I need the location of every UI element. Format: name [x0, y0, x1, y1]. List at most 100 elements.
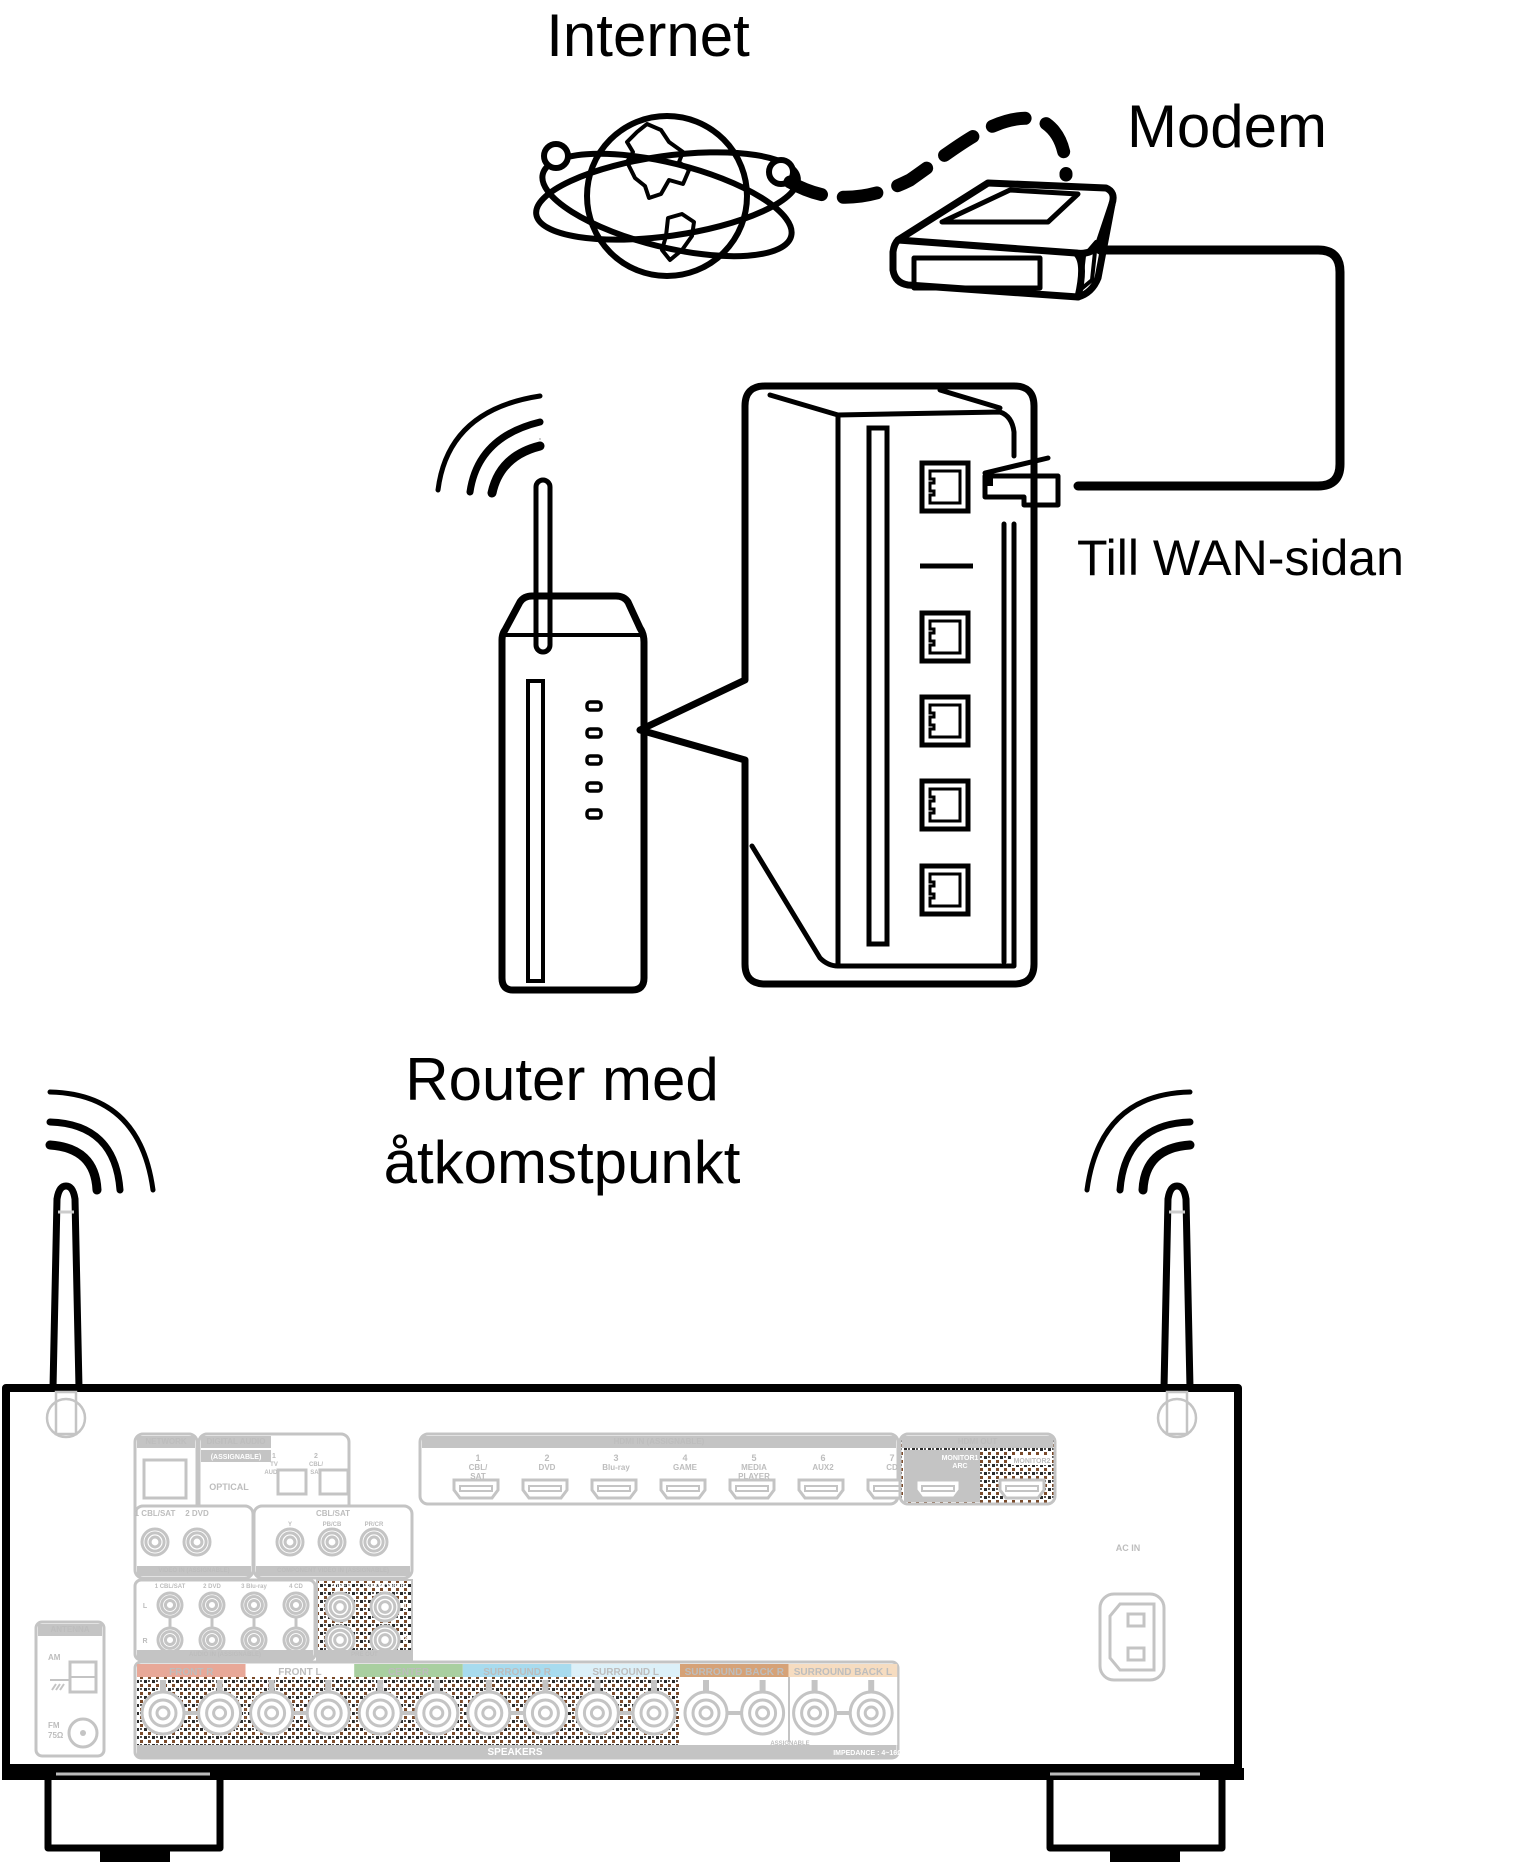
- panel-label: (ASSIGNABLE): [211, 1454, 262, 1461]
- speaker-group-label: SURROUND L: [592, 1667, 659, 1678]
- hdmi-port-icon: [797, 1478, 845, 1500]
- network-port-icon: [142, 1458, 188, 1500]
- internet-label: Internet: [546, 2, 750, 69]
- router-icon: [435, 393, 648, 994]
- hdmi-port-number: 4: [682, 1453, 687, 1463]
- rca-jack-icon: [275, 1527, 305, 1557]
- optical-port-icon: [276, 1468, 308, 1496]
- panel-label: 1: [272, 1453, 276, 1460]
- router-label-line2: åtkomstpunkt: [384, 1129, 741, 1196]
- ac-in-label: AC IN: [1116, 1543, 1141, 1553]
- panel-label: L: [143, 1603, 148, 1610]
- hdmi-port-icon: [521, 1478, 569, 1500]
- section-header: DIGITAL AUDIO: [207, 1437, 266, 1446]
- hdmi-port-icon: [914, 1478, 962, 1500]
- component-port-label: Y: [288, 1522, 292, 1528]
- panel-label: SUBWOOFER: [365, 1584, 405, 1590]
- component-port-label: PR/CR: [365, 1522, 384, 1528]
- hdmi-port-number: 2: [544, 1453, 549, 1463]
- panel-label: ARC: [952, 1463, 967, 1470]
- speaker-terminal-group: SURROUND BACK R: [680, 1664, 789, 1745]
- component-port-label: PB/CB: [323, 1522, 342, 1528]
- receiver-feet: [2, 1768, 1244, 1862]
- wifi-signal-icon: [1084, 1089, 1195, 1195]
- rca-jack-icon: [198, 1626, 226, 1654]
- right-antenna: [1084, 1089, 1195, 1389]
- panel-label: AUDIO: [264, 1470, 284, 1476]
- rca-jack-icon: [369, 1624, 401, 1656]
- panel-label: 1: [403, 1602, 408, 1611]
- hdmi-port-number: 3: [613, 1453, 618, 1463]
- rca-jack-icon: [369, 1591, 401, 1623]
- panel-label: CBL/: [309, 1462, 323, 1468]
- am-label: AM: [48, 1653, 61, 1662]
- ethernet-port-icon: [919, 863, 971, 917]
- section-header: ANTENNA: [50, 1625, 89, 1634]
- speaker-group-label: FRONT R: [169, 1667, 214, 1678]
- speaker-terminal-group: FRONT L: [245, 1664, 355, 1745]
- rca-jack-icon: [240, 1626, 268, 1654]
- section-header: AUDIO IN (ASSIGNABLE): [189, 1652, 261, 1658]
- ethernet-plug-icon: [982, 455, 1061, 508]
- panel-label: ZONE2: [330, 1584, 351, 1590]
- fm-label: FM: [48, 1721, 60, 1730]
- panel-label: MONITOR1: [942, 1455, 979, 1462]
- ethernet-port-icon: [919, 694, 971, 748]
- rca-jack-icon: [359, 1527, 389, 1557]
- rca-jack-icon: [156, 1626, 184, 1654]
- wifi-signal-icon: [435, 393, 545, 498]
- panel-label: ASSIGNABLE: [770, 1741, 809, 1747]
- speaker-terminal-group: FRONT R: [137, 1664, 246, 1745]
- panel-label: 2: [314, 1453, 318, 1460]
- speakers-label: SPEAKERS: [487, 1747, 542, 1758]
- ethernet-ports: [919, 460, 971, 917]
- optical-port-icon: [318, 1468, 350, 1496]
- hdmi-port-number: 7: [889, 1453, 894, 1463]
- fm-ohm-label: 75Ω: [48, 1731, 64, 1740]
- hdmi-port-icon: [659, 1478, 707, 1500]
- rca-jack-icon: [182, 1527, 212, 1557]
- status-leds: [585, 700, 603, 820]
- speaker-group-label: FRONT L: [278, 1667, 321, 1678]
- audio-port-label: 3 Blu-ray: [241, 1584, 267, 1590]
- speaker-terminal-group: SURROUND BACK L: [788, 1664, 898, 1745]
- left-antenna: [45, 1089, 156, 1389]
- hdmi-port-label: PLAYER: [738, 1472, 770, 1481]
- impedance-label: IMPEDANCE : 4~16Ω: [833, 1750, 903, 1757]
- panel-label: MONITOR2: [1014, 1458, 1051, 1465]
- hdmi-port-label: CD: [886, 1463, 898, 1472]
- hdmi-port-label: AUX2: [812, 1463, 834, 1472]
- speaker-terminal-group: SURROUND R: [462, 1664, 572, 1745]
- ac-inlet-icon: [1098, 1592, 1166, 1682]
- speaker-group-label: CENTER: [388, 1667, 430, 1678]
- hdmi-port-label: MEDIA: [741, 1463, 767, 1472]
- rca-jack-icon: [324, 1624, 356, 1656]
- video-port-label: 2 DVD: [185, 1509, 209, 1518]
- modem-icon: [889, 179, 1117, 301]
- rca-jack-icon: [282, 1591, 310, 1619]
- rca-jack-icon: [317, 1527, 347, 1557]
- wan-cable: [1073, 245, 1345, 491]
- router-rear-callout: [636, 382, 1061, 988]
- panel-label: R: [142, 1638, 147, 1645]
- video-port-label: 1 CBL/SAT: [135, 1509, 176, 1518]
- ethernet-port-icon: [919, 460, 971, 514]
- rca-jack-icon: [324, 1591, 356, 1623]
- speaker-terminal-group: SURROUND L: [571, 1664, 680, 1745]
- section-header: HDMI OUT: [958, 1437, 998, 1446]
- ethernet-port-icon: [919, 610, 971, 664]
- panel-label: TV: [270, 1462, 278, 1468]
- audio-port-label: 1 CBL/SAT: [155, 1584, 186, 1590]
- hdmi-port-number: 6: [820, 1453, 825, 1463]
- hdmi-port-icon: [728, 1478, 776, 1500]
- hdmi-port-number: 5: [751, 1453, 756, 1463]
- wan-side-label: Till WAN-sidan: [1077, 530, 1404, 586]
- rca-jack-icon: [240, 1591, 268, 1619]
- audio-port-label: 2 DVD: [203, 1584, 221, 1590]
- hdmi-port-icon: [590, 1478, 638, 1500]
- hdmi-port-icon: [998, 1478, 1046, 1500]
- section-header: VIDEO IN (ASSIGNABLE): [158, 1568, 229, 1574]
- hdmi-port-label: Blu-ray: [602, 1463, 630, 1472]
